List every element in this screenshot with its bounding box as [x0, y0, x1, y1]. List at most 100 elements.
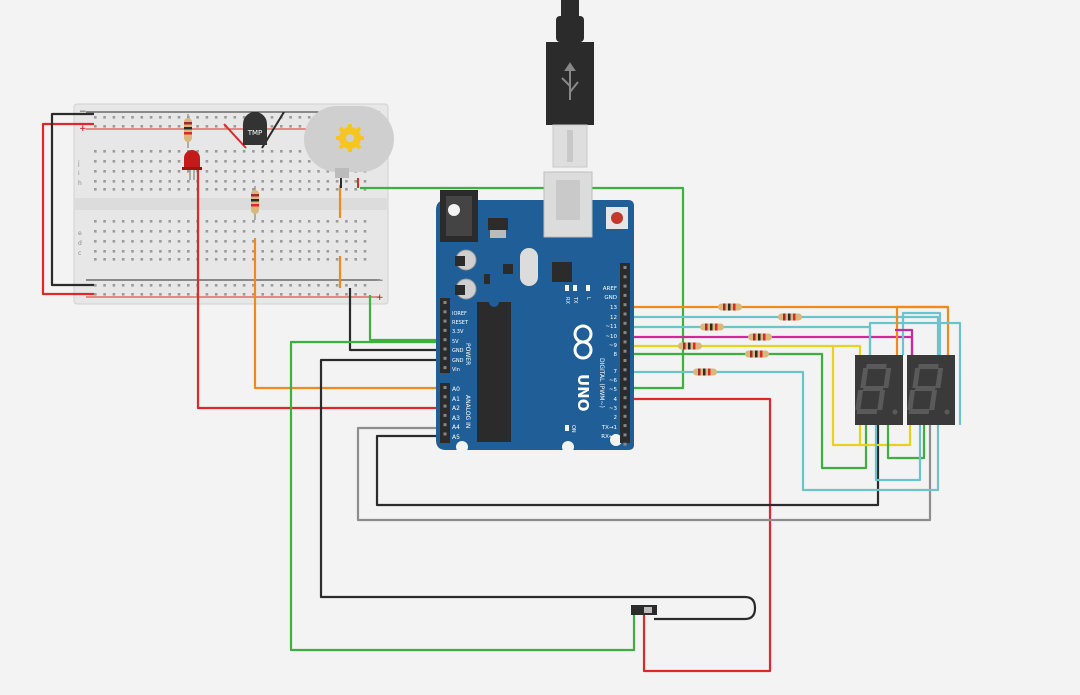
- header-pin: [443, 338, 447, 342]
- temperature-sensor[interactable]: TMP: [223, 111, 285, 149]
- breadboard-hole: [94, 150, 97, 153]
- resistor[interactable]: [778, 313, 802, 321]
- breadboard-hole: [317, 293, 320, 296]
- wire-red-rail[interactable]: [41, 122, 94, 296]
- header-pin: [443, 404, 447, 408]
- breadboard-hole: [242, 170, 246, 173]
- breadboard-hole: [177, 170, 181, 173]
- wire-yellow-loop[interactable]: [831, 346, 862, 447]
- breadboard-hole: [103, 116, 106, 119]
- power-header[interactable]: [440, 298, 450, 373]
- pin-label: 8: [614, 352, 618, 358]
- wire-red-switch[interactable]: [630, 397, 772, 673]
- breadboard-hole: [270, 125, 274, 128]
- analog-header[interactable]: [440, 383, 450, 443]
- pin-label: 2: [614, 415, 618, 421]
- breadboard-hole: [298, 188, 302, 191]
- wire-green-loop[interactable]: [886, 425, 926, 460]
- wire-black-gnd[interactable]: [348, 288, 446, 352]
- wire-black-rail[interactable]: [50, 112, 94, 287]
- breadboard-hole: [112, 116, 116, 119]
- wire-green-switch[interactable]: [289, 340, 636, 652]
- wire-black-display[interactable]: [375, 425, 880, 507]
- wire-orange-a0[interactable]: [253, 238, 446, 390]
- pin-label: GND: [452, 348, 464, 354]
- seven-segment-display[interactable]: [855, 355, 903, 425]
- breadboard-hole: [261, 250, 264, 253]
- breadboard-hole: [289, 188, 292, 191]
- breadboard-hole: [252, 240, 255, 243]
- breadboard-hole: [187, 188, 190, 191]
- wire-green-motor[interactable]: [360, 186, 685, 390]
- pin-label: GND: [452, 358, 464, 364]
- wire-magenta-loop[interactable]: [895, 328, 914, 355]
- breadboard-hole: [140, 150, 144, 153]
- breadboard-hole: [121, 150, 125, 153]
- breadboard-hole: [159, 284, 162, 287]
- breadboard-hole: [242, 116, 246, 119]
- breadboard-hole: [345, 188, 348, 191]
- breadboard-hole: [140, 170, 144, 173]
- wire-green-5v[interactable]: [368, 295, 446, 342]
- breadboard-hole: [224, 293, 227, 296]
- breadboard-hole: [345, 250, 348, 253]
- breadboard-hole: [326, 293, 330, 296]
- resistor[interactable]: [678, 342, 702, 350]
- wire-teal-pin12[interactable]: [630, 315, 940, 355]
- resistor[interactable]: [748, 333, 772, 341]
- resistor[interactable]: [251, 186, 259, 220]
- seven-segment-display[interactable]: [907, 355, 955, 425]
- breadboard-hole: [317, 240, 320, 243]
- wire-teal-loop[interactable]: [868, 321, 962, 425]
- breadboard-hole: [149, 170, 153, 173]
- breadboard-hole: [177, 230, 181, 233]
- resistor[interactable]: [693, 368, 717, 376]
- wire-gray-display[interactable]: [356, 425, 932, 522]
- breadboard-hole: [345, 284, 348, 287]
- breadboard-hole: [242, 293, 246, 296]
- breadboard-hole: [131, 125, 134, 128]
- breadboard-hole: [177, 240, 181, 243]
- wire-black-switch[interactable]: [319, 358, 757, 621]
- breadboard-hole: [177, 284, 181, 287]
- breadboard-hole: [187, 230, 190, 233]
- wire-yellow-pin9[interactable]: [630, 344, 862, 355]
- power-section-label: POWER: [464, 343, 471, 365]
- header-pin: [623, 359, 627, 362]
- breadboard-hole: [205, 250, 209, 253]
- resistor[interactable]: [745, 350, 769, 358]
- breadboard-hole: [103, 284, 106, 287]
- breadboard-hole: [214, 258, 218, 261]
- usb-icon: [561, 62, 579, 100]
- dc-motor[interactable]: [304, 106, 394, 188]
- breadboard-hole: [224, 160, 227, 163]
- reset-button[interactable]: [611, 212, 623, 224]
- resistor[interactable]: [718, 303, 742, 311]
- breadboard-hole: [270, 240, 274, 243]
- usb-cable[interactable]: [546, 0, 594, 168]
- wire-teal-loop[interactable]: [874, 425, 922, 482]
- digital-header[interactable]: [620, 263, 630, 443]
- breadboard-hole: [187, 240, 190, 243]
- breadboard-hole: [326, 284, 330, 287]
- breadboard-hole: [326, 240, 330, 243]
- wire-teal-loop[interactable]: [901, 311, 942, 355]
- breadboard-hole: [94, 170, 97, 173]
- wire-orange-loop[interactable]: [895, 305, 948, 355]
- breadboard-hole: [103, 188, 106, 191]
- red-led[interactable]: [182, 150, 202, 180]
- wire-teal-pin7[interactable]: [630, 370, 940, 492]
- slide-switch[interactable]: [631, 605, 657, 615]
- resistor[interactable]: [184, 114, 192, 148]
- breadboard-hole: [307, 116, 311, 119]
- resistor[interactable]: [700, 323, 724, 331]
- arduino-uno-board[interactable]: UNO TX RX L ON AREF GND 13 12 ~11 ~10 ~9…: [436, 171, 634, 453]
- breadboard-hole: [298, 170, 302, 173]
- header-pin: [443, 366, 447, 370]
- breadboard-hole: [112, 284, 116, 287]
- breadboard-hole: [140, 284, 144, 287]
- breadboard-hole: [187, 180, 190, 183]
- header-pin: [623, 284, 627, 288]
- breadboard-hole: [345, 180, 348, 183]
- breadboard-hole: [149, 188, 153, 191]
